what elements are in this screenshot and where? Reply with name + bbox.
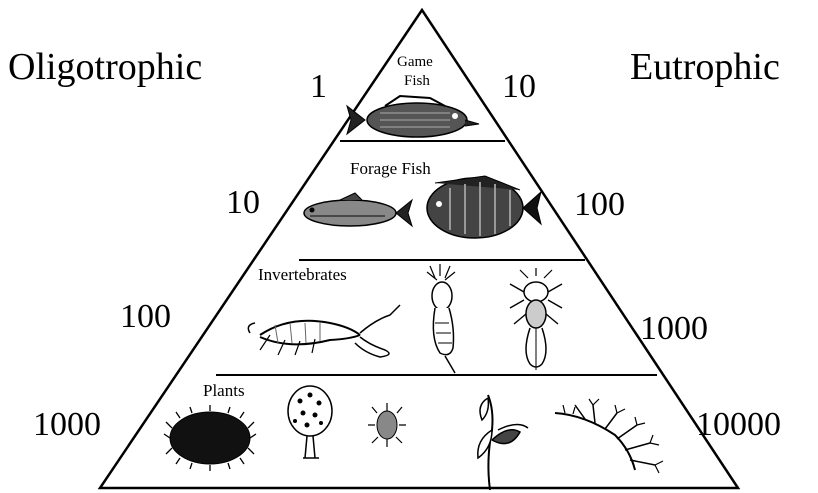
oligotrophic-value-plants: 1000 — [33, 408, 101, 442]
oligotrophic-heading: Oligotrophic — [8, 48, 202, 86]
plankton-icon — [368, 403, 406, 447]
algae-clump-icon — [164, 405, 256, 471]
tier-name-forage-fish: Forage Fish — [350, 160, 431, 177]
oligotrophic-value-game-fish: 1 — [310, 70, 327, 104]
insect-larva-icon — [427, 264, 455, 373]
eutrophic-value-invertebrates: 1000 — [640, 312, 708, 346]
minnow-icon — [304, 193, 412, 226]
tier-name-game-fish-line2: Fish — [404, 74, 430, 89]
eutrophic-value-game-fish: 10 — [502, 70, 536, 104]
tier-name-invertebrates: Invertebrates — [258, 266, 347, 283]
oligotrophic-value-forage-fish: 10 — [226, 186, 260, 220]
pondweed-icon — [478, 395, 528, 490]
tier-name-plants: Plants — [203, 382, 245, 399]
sunfish-icon — [427, 176, 541, 238]
branched-weed-icon — [555, 399, 663, 473]
tier-name-game-fish-line1: Game — [397, 55, 433, 70]
eutrophic-heading: Eutrophic — [630, 48, 780, 86]
floating-plant-icon — [288, 386, 332, 458]
eutrophic-value-plants: 10000 — [696, 408, 781, 442]
crayfish-icon — [248, 305, 400, 357]
oligotrophic-value-invertebrates: 100 — [120, 300, 171, 334]
eutrophic-value-forage-fish: 100 — [574, 188, 625, 222]
aquatic-bug-icon — [510, 268, 562, 370]
game-fish-icon — [347, 96, 479, 137]
